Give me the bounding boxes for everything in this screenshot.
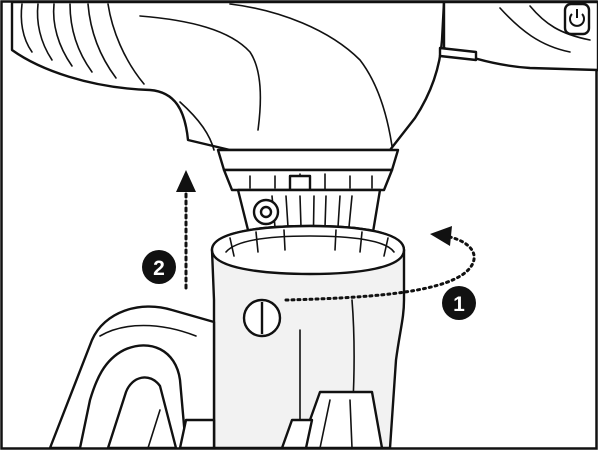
step-badge-1: 1: [442, 286, 476, 320]
power-icon: [569, 9, 585, 27]
step-badge-1-label: 1: [453, 293, 465, 316]
step-badge-2-label: 2: [153, 257, 165, 280]
lift-arrow: [176, 170, 196, 290]
step-badge-2: 2: [142, 250, 176, 284]
spindle-collar: [216, 148, 400, 192]
tool-body: [10, 0, 598, 152]
stand-frame: [48, 305, 384, 450]
rotation-arrow: [284, 226, 476, 302]
power-button: [563, 2, 591, 36]
